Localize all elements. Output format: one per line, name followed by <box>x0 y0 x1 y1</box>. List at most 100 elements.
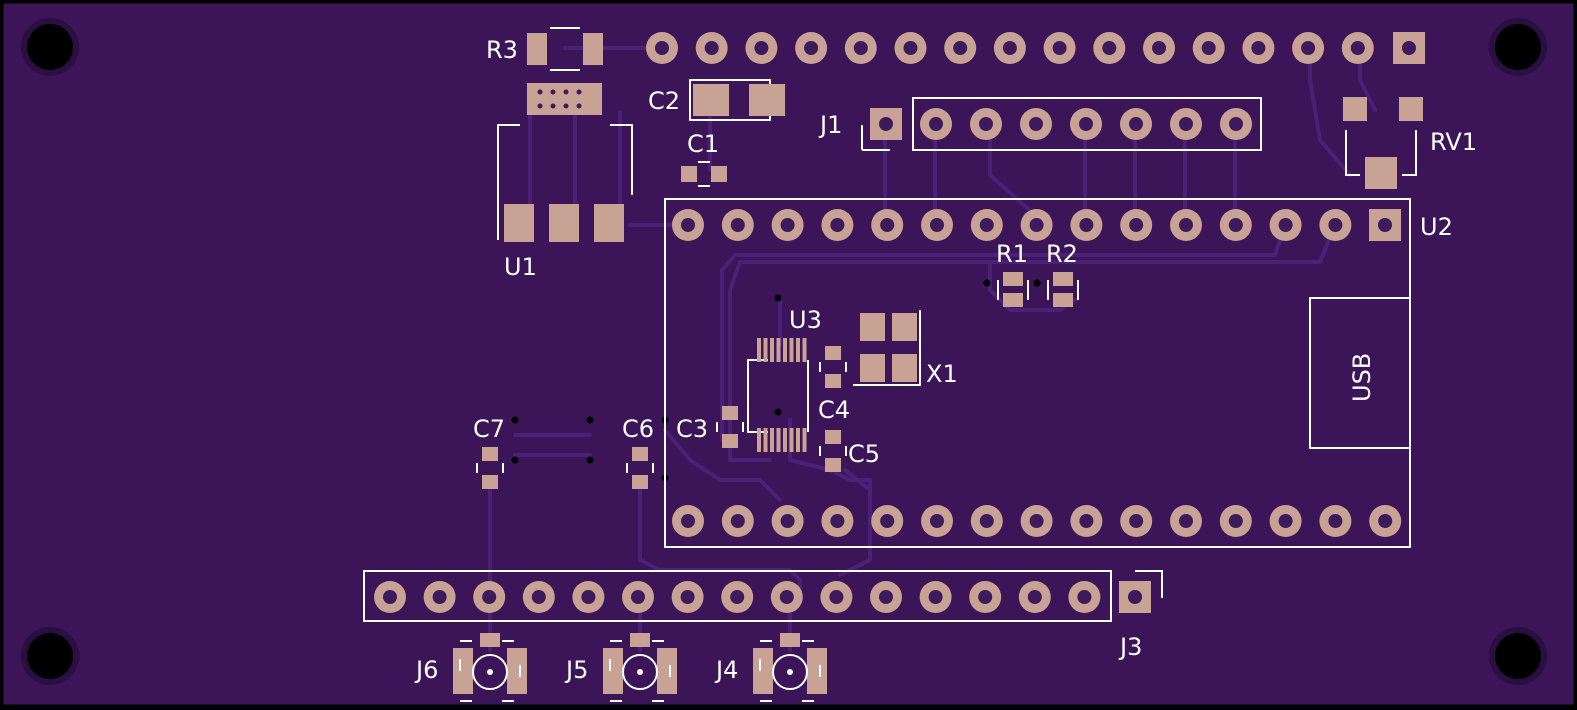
u3-pin <box>776 428 781 452</box>
component-pad-array <box>527 83 602 115</box>
u3-pin <box>789 338 794 362</box>
label-j5: J5 <box>564 656 588 684</box>
mounting-hole-bottom-left <box>21 627 79 685</box>
u2-pin-drill <box>730 218 745 232</box>
u2-pin-drill <box>1228 514 1243 528</box>
r3-pad <box>583 33 603 65</box>
coax-center <box>637 669 643 675</box>
via <box>983 279 991 287</box>
j3-pin-drill <box>482 590 497 604</box>
coax-ground-pad <box>807 648 827 694</box>
j3-pin-drill <box>383 590 397 604</box>
via <box>511 416 519 424</box>
component-u1: U1 <box>497 124 633 281</box>
u2-pin-drill <box>1328 514 1343 528</box>
u3-pin <box>796 338 800 362</box>
usb-connector-outline <box>1309 297 1411 449</box>
top-header-pin-drill <box>853 41 868 55</box>
u2-pin-drill <box>1179 514 1193 528</box>
component-rv1: RV1 <box>1343 97 1477 189</box>
label-c7: C7 <box>473 415 505 443</box>
mounting-holes <box>21 18 1547 685</box>
u2-pin-drill <box>1079 514 1094 528</box>
j1-pin-drill <box>1029 117 1043 131</box>
j1-pin-drill <box>1229 117 1243 131</box>
top-pin-header <box>646 32 1425 64</box>
u1-pad <box>504 204 534 242</box>
rv1-pad <box>1343 97 1367 121</box>
label-j3: J3 <box>1118 633 1142 661</box>
u2-pin-drill <box>780 218 795 232</box>
label-c6: C6 <box>622 415 654 443</box>
u2-pin-drill <box>1079 218 1094 232</box>
u3-pin <box>757 338 761 362</box>
u2-pin-drill <box>1179 218 1193 232</box>
u2-pin-drill <box>1029 514 1044 528</box>
label-c1: C1 <box>687 130 719 158</box>
j3-pin-drill <box>829 590 844 604</box>
u3-pin <box>802 428 807 452</box>
top-header-pin-drill <box>804 41 819 55</box>
component-j1: J1 <box>818 97 1262 151</box>
coax-center <box>487 669 493 675</box>
j3-pin-drill <box>631 590 645 604</box>
c2-pad <box>693 84 729 116</box>
u1-pad <box>594 204 624 242</box>
u2-pin-drill <box>1129 218 1144 232</box>
via <box>586 456 594 464</box>
j3-pin-drill <box>879 590 893 604</box>
coax-connector <box>603 633 677 702</box>
component-c5: C5 <box>819 430 880 472</box>
top-header-pin-drill <box>1402 41 1416 55</box>
u2-pin-drill <box>1278 218 1293 232</box>
top-header-pin-drill <box>1251 41 1266 55</box>
u2-pin-drill <box>1278 514 1293 528</box>
coax-outline <box>609 640 671 702</box>
coax-connector <box>453 633 527 702</box>
top-header-pin-drill <box>1350 41 1365 55</box>
j3-pin-drill <box>730 590 745 604</box>
component-c7: C7 <box>473 415 505 489</box>
coax-outline <box>459 640 521 702</box>
r3-pad <box>527 33 547 65</box>
u2-pin-drill <box>1378 514 1393 528</box>
component-c4: C4 <box>818 346 850 424</box>
u3-pin <box>789 428 794 452</box>
u3-pin <box>802 338 807 362</box>
component-c3: C3 <box>676 406 744 448</box>
via <box>511 456 519 464</box>
coax-ground-pad <box>657 648 677 694</box>
label-rv1: RV1 <box>1430 128 1477 156</box>
mounting-hole-top-left <box>21 18 79 76</box>
component-c1: C1 <box>681 130 727 187</box>
label-u3: U3 <box>789 306 822 334</box>
rv1-pad <box>1399 97 1423 121</box>
label-r2: R2 <box>1046 240 1078 268</box>
j1-pin-drill <box>979 117 993 131</box>
u2-pin-drill <box>681 514 695 528</box>
u2-pin-drill <box>830 218 845 232</box>
coax-center-pad <box>630 633 650 647</box>
top-header-pin-drill <box>1102 41 1117 55</box>
label-c2: C2 <box>648 87 680 115</box>
j1-pin-drill <box>1179 117 1193 131</box>
label-r3: R3 <box>486 36 518 64</box>
u2-pin-drill <box>1328 218 1343 232</box>
label-j1: J1 <box>818 111 842 139</box>
component-c2: C2 <box>648 79 785 121</box>
rv1-pad <box>1365 157 1397 189</box>
j3-pin-drill <box>680 590 695 604</box>
j1-pin-drill <box>1129 117 1143 131</box>
u3-pin <box>783 338 787 362</box>
mounting-hole-top-right <box>1489 18 1547 76</box>
via <box>586 416 594 424</box>
via <box>1033 279 1041 287</box>
u2-pin-drill <box>681 218 695 232</box>
top-header-pin-drill <box>1201 41 1216 55</box>
j3-pin-drill <box>978 590 993 604</box>
u3-pin <box>757 428 761 452</box>
coax-connectors <box>453 633 827 702</box>
j1-pin-drill <box>1079 117 1093 131</box>
component-x1: X1 <box>853 310 958 388</box>
u2-pin-drill <box>880 218 895 232</box>
